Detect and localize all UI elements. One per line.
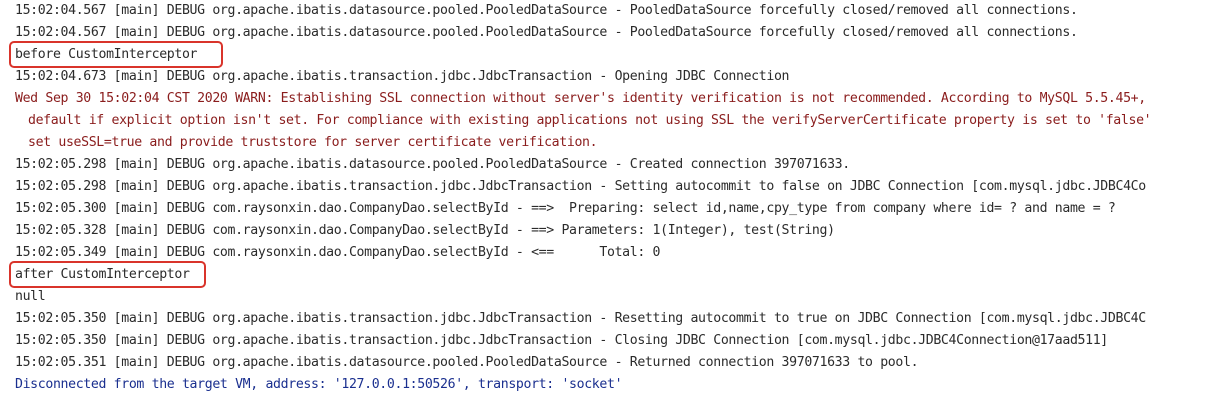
log-line: 15:02:05.298 [main] DEBUG org.apache.iba… bbox=[15, 179, 1146, 194]
warning-line-continued: set useSSL=true and provide truststore f… bbox=[28, 135, 598, 150]
highlight-box-before bbox=[9, 41, 223, 68]
log-line: 15:02:05.351 [main] DEBUG org.apache.iba… bbox=[15, 355, 919, 370]
stdout-line-after: after CustomInterceptor bbox=[15, 267, 190, 282]
sql-total-line: 15:02:05.349 [main] DEBUG com.raysonxin.… bbox=[15, 245, 661, 260]
log-line: 15:02:04.567 [main] DEBUG org.apache.iba… bbox=[15, 25, 1078, 40]
sql-parameters-line: 15:02:05.328 [main] DEBUG com.raysonxin.… bbox=[15, 223, 835, 238]
warning-line-continued: default if explicit option isn't set. Fo… bbox=[28, 113, 1152, 128]
log-line: 15:02:04.673 [main] DEBUG org.apache.iba… bbox=[15, 69, 790, 84]
disconnect-message: Disconnected from the target VM, address… bbox=[15, 377, 623, 392]
log-line: 15:02:05.298 [main] DEBUG org.apache.iba… bbox=[15, 157, 850, 172]
highlight-box-after bbox=[9, 261, 206, 288]
log-line: 15:02:05.350 [main] DEBUG org.apache.iba… bbox=[15, 333, 1108, 348]
log-line: 15:02:04.567 [main] DEBUG org.apache.iba… bbox=[15, 3, 1078, 18]
warning-line: Wed Sep 30 15:02:04 CST 2020 WARN: Estab… bbox=[15, 91, 1146, 106]
sql-preparing-line: 15:02:05.300 [main] DEBUG com.raysonxin.… bbox=[15, 201, 1116, 216]
stdout-line-before: before CustomInterceptor bbox=[15, 47, 198, 62]
stdout-line-null: null bbox=[15, 289, 46, 304]
log-line: 15:02:05.350 [main] DEBUG org.apache.iba… bbox=[15, 311, 1146, 326]
